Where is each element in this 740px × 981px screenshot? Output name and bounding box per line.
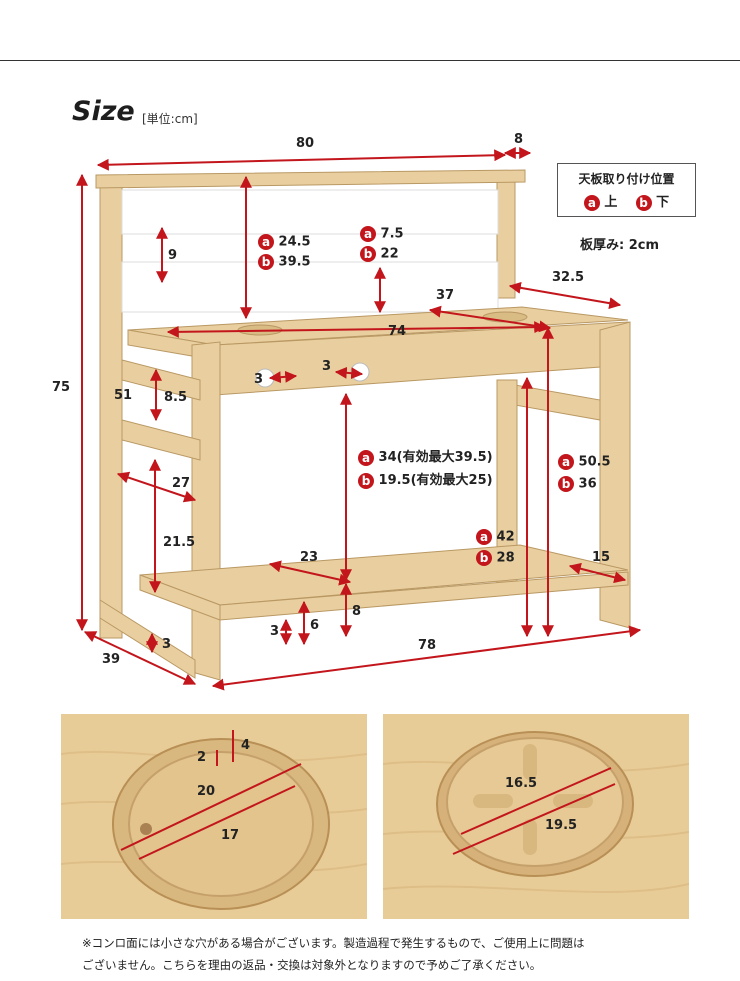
dim-inner-depth: 37 xyxy=(436,288,455,303)
shelf-height-b-value: 28 xyxy=(496,550,515,566)
dim-depth-base: 39 xyxy=(102,652,121,667)
badge-a: a xyxy=(360,226,376,242)
legend-title: 天板取り付け位置 xyxy=(578,172,675,186)
side-height-b-value: 36 xyxy=(578,476,597,492)
back-board-b-value: 22 xyxy=(380,246,399,262)
dim-height-total: 75 xyxy=(52,380,71,395)
panel-height-b-value: 39.5 xyxy=(278,254,311,270)
legend-b-label: 下 xyxy=(656,195,670,210)
board-thickness: 板厚み: 2cm xyxy=(580,238,660,253)
shelf-height-b: b 28 xyxy=(476,550,515,566)
knob-right xyxy=(350,362,370,382)
dim-leg-height: 51 xyxy=(114,388,133,403)
detail-right-inner: 16.5 xyxy=(505,776,538,791)
detail-left-step: 2 xyxy=(197,750,207,765)
detail-right-outer: 19.5 xyxy=(545,818,578,833)
dim-width-top: 80 xyxy=(296,136,315,151)
back-board-a: a 7.5 xyxy=(360,226,404,242)
panel-height-a: a 24.5 xyxy=(258,234,311,250)
unit-label: [単位:cm] xyxy=(142,112,198,126)
shelf-height-a-value: 42 xyxy=(496,529,515,545)
dim-shelf-depth: 23 xyxy=(300,550,319,565)
note-line-2: ございません。こちらを理由の返品・交換は対象外となりますので予めご了承ください。 xyxy=(82,958,542,972)
dim-foot-3a: 3 xyxy=(270,624,280,639)
detail-left-rim: 4 xyxy=(241,738,251,753)
dim-depth-top: 8 xyxy=(514,132,524,147)
legend-a-label: 上 xyxy=(604,195,618,210)
badge-a: a xyxy=(476,529,492,545)
legend-row: a 上 b 下 xyxy=(558,191,695,211)
dim-foot-6: 6 xyxy=(310,618,320,633)
dimension-lines xyxy=(76,147,642,691)
shelf-height-a: a 42 xyxy=(476,529,515,545)
stove-detail-photo-right: 16.5 19.5 xyxy=(383,714,689,919)
desk-illustration xyxy=(76,147,642,691)
detail-left-inner: 17 xyxy=(221,828,240,843)
clear-height-b-value: 19.5(有効最大25) xyxy=(378,473,493,488)
dim-rail-gap: 8.5 xyxy=(164,390,188,405)
detail-left-outer: 20 xyxy=(197,784,216,799)
clear-height-a-value: 34(有効最大39.5) xyxy=(378,450,493,465)
badge-a: a xyxy=(583,194,600,211)
badge-a: a xyxy=(358,449,374,466)
panel-height-b: b 39.5 xyxy=(258,254,311,270)
panel-height-a-value: 24.5 xyxy=(278,234,311,250)
dim-knob-left: 3 xyxy=(254,372,264,387)
dim-desk-width: 74 xyxy=(388,324,407,339)
top-divider xyxy=(0,60,740,61)
dim-shelf-gap: 9 xyxy=(168,248,178,263)
badge-b: b xyxy=(476,550,492,566)
back-board-a-value: 7.5 xyxy=(380,226,404,242)
side-height-a-value: 50.5 xyxy=(578,454,611,470)
dim-side-depth: 32.5 xyxy=(552,270,585,285)
dim-width-base: 78 xyxy=(418,638,437,653)
side-height-b: b 36 xyxy=(558,476,597,492)
note-line-1: ※コンロ面には小さな穴がある場合がございます。製造過程で発生するもので、ご使用上… xyxy=(82,936,585,950)
dim-lower-height: 21.5 xyxy=(163,535,196,550)
mount-position-legend: 天板取り付け位置 a 上 b 下 xyxy=(557,163,696,217)
dim-side-width: 27 xyxy=(172,476,191,491)
disclaimer-note: ※コンロ面には小さな穴がある場合がございます。製造過程で発生するもので、ご使用上… xyxy=(82,932,682,976)
badge-a: a xyxy=(558,454,574,470)
page-title: Size xyxy=(72,96,135,127)
badge-b: b xyxy=(360,246,376,262)
clear-height-a: a 34(有効最大39.5) xyxy=(358,446,493,466)
badge-b: b xyxy=(635,194,652,211)
side-height-a: a 50.5 xyxy=(558,454,611,470)
clear-height-b: b 19.5(有効最大25) xyxy=(358,469,493,489)
badge-b: b xyxy=(258,254,274,270)
back-board-b: b 22 xyxy=(360,246,399,262)
badge-b: b xyxy=(558,476,574,492)
stove-detail-photo-left: 20 17 4 2 xyxy=(61,714,367,919)
badge-b: b xyxy=(358,472,374,489)
dim-shelf-drop: 8 xyxy=(352,604,362,619)
dim-knob-right: 3 xyxy=(322,359,332,374)
dim-foot-3b: 3 xyxy=(162,637,172,652)
badge-a: a xyxy=(258,234,274,250)
dim-shelf-side: 15 xyxy=(592,550,611,565)
